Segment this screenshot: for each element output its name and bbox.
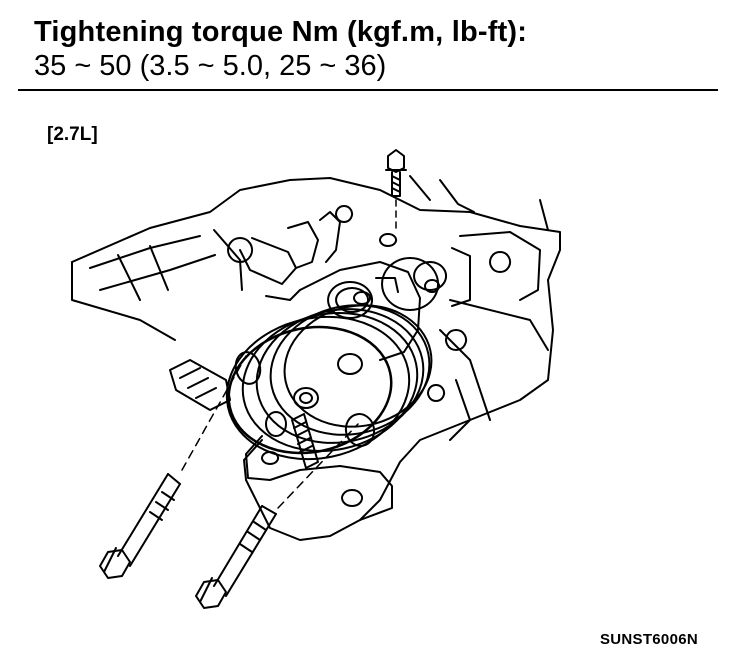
wiring-connector [169,359,231,411]
long-bolt-left [99,355,247,579]
torque-spec-title: Tightening torque Nm (kgf.m, lb-ft): [34,16,528,48]
top-mounting-bolt [379,149,407,247]
idler-pulley [381,247,471,402]
figure-code: SUNST6006N [599,631,698,648]
pump-pulley [225,304,433,461]
torque-spec-header: Tightening torque Nm (kgf.m, lb-ft): 35 … [0,0,736,92]
torque-spec-value: 35 ~ 50 (3.5 ~ 5.0, 25 ~ 36) [34,50,387,82]
pressure-hose-fitting [227,205,353,301]
engine-bracket-outline [71,175,561,541]
pump-body [299,261,421,361]
engine-variant-label: [2.7L] [47,124,98,145]
header-divider [18,89,718,91]
long-bolt-right [195,423,359,609]
mount-stud [291,413,319,469]
